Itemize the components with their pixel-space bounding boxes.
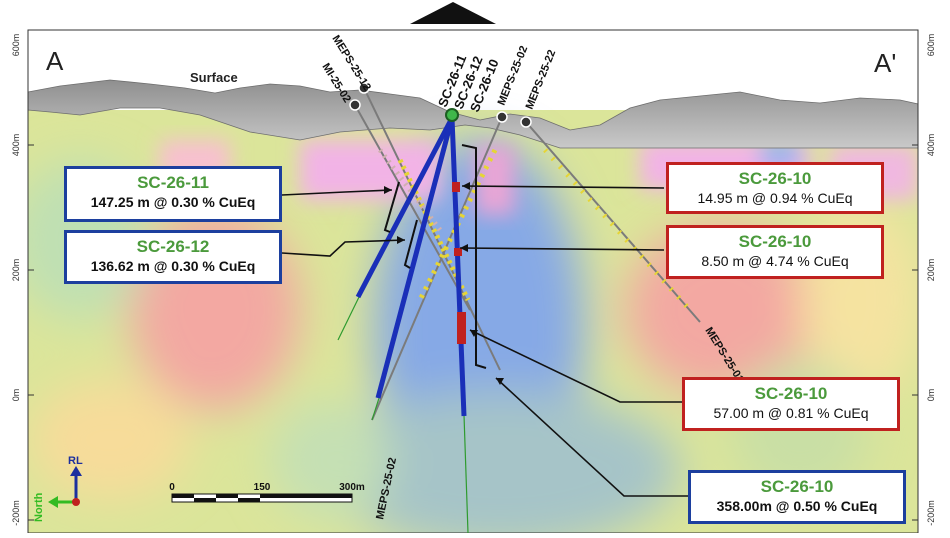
drillhole-sc-26-10 [449,117,467,417]
orientation-indicator: RL North [33,455,83,522]
collar-marker [496,111,508,123]
callout-hole-name: SC-26-10 [738,232,812,251]
leader-arrowheads [384,182,504,385]
collar-marker [520,116,532,128]
callout-sc-26-11: SC-26-11 147.25 m @ 0.30 % CuEq [64,166,282,222]
scale-bar: 0 150 300m [169,482,365,503]
drillhole-tail [463,414,469,534]
drillhole-trace-mi-25-02 [354,104,471,311]
left-tick-label: 400m [11,134,21,157]
scale-label: 300m [339,482,365,493]
north-arrowhead [48,496,58,508]
high-grade-interval [452,182,460,192]
callout-intercept: 147.25 m @ 0.30 % CuEq [90,194,256,210]
surface-label: Surface [190,70,238,85]
section-direction-triangle [410,2,496,24]
new-drillhole-labels: SC-26-11 SC-26-12 SC-26-10 [435,53,502,115]
scale-label: 150 [254,482,271,493]
right-tick-label: 400m [926,134,936,157]
left-tick-label: 200m [11,259,21,282]
section-start-label: A [46,46,64,76]
drillhole-tail [371,394,381,421]
drillhole-tail [337,294,361,341]
callout-sc-26-12: SC-26-12 136.62 m @ 0.30 % CuEq [64,230,282,284]
callout-intercept: 57.00 m @ 0.81 % CuEq [713,405,869,421]
callout-hole-name: SC-26-10 [738,169,812,188]
callout-intercept: 14.95 m @ 0.94 % CuEq [697,190,853,206]
callout-hole-name: SC-26-11 [137,173,209,192]
surface-terrain [27,79,919,149]
drillhole-trace-meps-25-12 [363,87,501,371]
assay-interval-marks [378,148,442,232]
callout-intercept: 358.00m @ 0.50 % CuEq [716,498,878,514]
callout-leaders [281,185,688,497]
rl-arrowhead [70,466,82,476]
assay-interval-marks [397,158,471,302]
callout-sc-26-10-b: SC-26-10 8.50 m @ 4.74 % CuEq [666,225,884,279]
interval-brackets [383,144,487,369]
right-tick-label: 200m [926,259,936,282]
right-tick-label: -200m [926,500,936,526]
right-tick-label: 600m [926,34,936,57]
collar-marker-new [445,108,459,122]
drillhole-sc-26-12 [375,117,455,399]
new-drillholes [355,108,467,417]
left-tick-label: -200m [11,500,21,526]
callout-sc-26-10-d: SC-26-10 358.00m @ 0.50 % CuEq [688,470,906,524]
collar-marker [358,82,370,94]
high-grade-interval [457,312,466,344]
origin-dot [72,498,80,506]
left-tick-label: 600m [11,34,21,57]
callout-hole-name: SC-26-12 [136,237,210,256]
high-grade-interval [454,248,462,256]
callout-hole-name: SC-26-10 [760,477,834,496]
scale-label: 0 [169,482,175,493]
left-tick-label: 0m [11,389,21,402]
section-end-label: A' [874,48,896,78]
elevation-tick-marks [28,144,918,521]
collar-marker [349,99,361,111]
north-label: North [33,492,45,522]
drillhole-sc-26-11 [355,116,455,299]
callout-sc-26-10-a: SC-26-10 14.95 m @ 0.94 % CuEq [666,162,884,214]
callout-intercept: 8.50 m @ 4.74 % CuEq [701,253,849,269]
rl-label: RL [68,455,83,467]
callout-hole-name: SC-26-10 [754,384,828,403]
callout-sc-26-10-c: SC-26-10 57.00 m @ 0.81 % CuEq [682,377,900,431]
right-tick-label: 0m [926,389,936,402]
drillhole-trace-meps-25-02 [371,116,503,421]
callout-intercept: 136.62 m @ 0.30 % CuEq [90,258,256,274]
